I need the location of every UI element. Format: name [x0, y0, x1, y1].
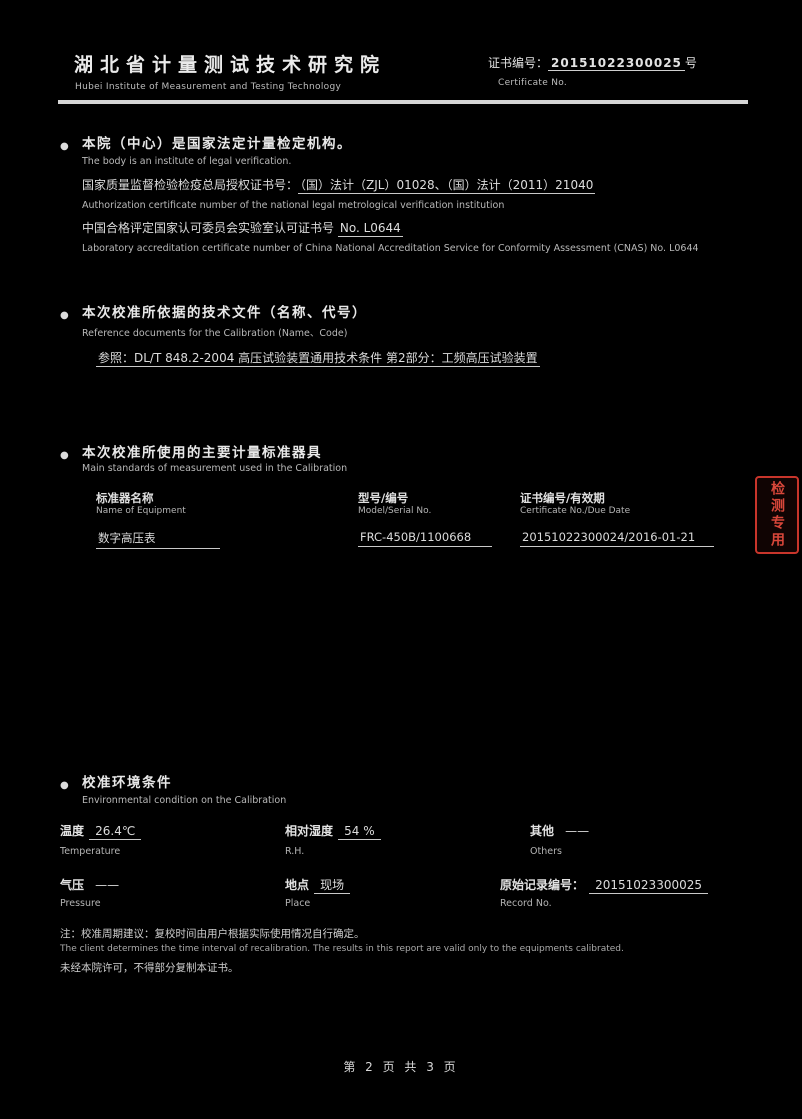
section3-heading-zh: 本次校准所使用的主要计量标准器具 — [82, 445, 322, 461]
others-value: —— — [565, 824, 590, 838]
table-header-col-model: 型号/编号 Model/Serial No. — [358, 490, 431, 516]
section1-heading-en: The body is an institute of legal verifi… — [82, 156, 292, 167]
accreditation-label: 中国合格评定国家认可委员会实验室认可证书号 — [82, 221, 335, 235]
section4-heading-en: Environmental condition on the Calibrati… — [82, 795, 287, 806]
bullet-icon — [60, 134, 69, 153]
section2-heading-zh: 本次校准所依据的技术文件（名称、代号） — [82, 305, 367, 321]
others-label-en: Others — [530, 846, 562, 857]
pressure-label-en: Pressure — [60, 898, 101, 909]
section4-heading-zh: 校准环境条件 — [82, 775, 172, 791]
others-label-zh: 其他 — [530, 824, 555, 838]
humidity-label-zh: 相对湿度 — [285, 824, 334, 838]
accreditation-number: No. L0644 — [337, 221, 403, 237]
section1-heading-zh: 本院（中心）是国家法定计量检定机构。 — [82, 136, 352, 152]
env-field-pressure: 气压 —— — [60, 874, 125, 893]
certificate-number-suffix: 号 — [684, 56, 697, 70]
institute-name-zh: 湖北省计量测试技术研究院 — [74, 54, 387, 76]
authorization-label: 国家质量监督检验检疫总局授权证书号： — [82, 178, 299, 192]
env-field-humidity: 相对湿度 54 % — [285, 820, 381, 840]
certificate-number-value: 20151022300025 — [548, 56, 685, 71]
col-cert-en: Certificate No./Due Date — [520, 506, 631, 516]
env-field-others: 其他 —— — [530, 820, 595, 839]
env-field-temperature: 温度 26.4℃ — [60, 820, 142, 840]
reference-document: 参照：DL/T 848.2-2004 高压试验装置通用技术条件 第2部分：工频高… — [96, 351, 540, 367]
certificate-number-label-en: Certificate No. — [498, 78, 568, 88]
authorization-line-en: Authorization certificate number of the … — [82, 200, 505, 211]
temperature-label-zh: 温度 — [60, 824, 85, 838]
bullet-icon — [60, 443, 69, 462]
place-label-zh: 地点 — [285, 878, 310, 892]
bullet-icon — [60, 303, 69, 322]
pressure-label-zh: 气压 — [60, 878, 85, 892]
red-seal-stamp: 检测专用 — [755, 476, 799, 554]
pressure-value: —— — [95, 878, 120, 892]
table-header-col-cert: 证书编号/有效期 Certificate No./Due Date — [520, 490, 630, 516]
record-no-label-zh: 原始记录编号： — [500, 878, 585, 892]
place-label-en: Place — [285, 898, 311, 909]
env-field-record-no: 原始记录编号： 20151023300025 — [500, 874, 708, 894]
col-model-zh: 型号/编号 — [358, 491, 409, 505]
place-value: 现场 — [314, 878, 351, 894]
temperature-label-en: Temperature — [60, 846, 121, 857]
section2-heading-en: Reference documents for the Calibration … — [82, 328, 348, 339]
table-header-col-name: 标准器名称 Name of Equipment — [96, 490, 186, 516]
accreditation-line: 中国合格评定国家认可委员会实验室认可证书号 No. L0644 — [82, 219, 403, 237]
record-no-value: 20151023300025 — [589, 878, 708, 894]
table-row-equipment-name: 数字高压表 — [96, 530, 220, 549]
note-line-en1: The client determines the time interval … — [60, 944, 624, 954]
page-number-footer: 第 2 页 共 3 页 — [343, 1060, 459, 1074]
table-row-certificate-duedate: 20151022300024/2016-01-21 — [520, 530, 714, 547]
authorization-line: 国家质量监督检验检疫总局授权证书号：（国）法计（ZJL）01028、（国）法计（… — [82, 176, 596, 194]
note-line-zh2: 未经本院许可，不得部分复制本证书。 — [60, 962, 239, 974]
table-row-model-serial: FRC-450B/1100668 — [358, 530, 492, 547]
humidity-label-en: R.H. — [285, 846, 305, 857]
temperature-value: 26.4℃ — [89, 824, 142, 840]
certificate-number-label-zh: 证书编号： — [488, 56, 549, 70]
section3-heading-en: Main standards of measurement used in th… — [82, 463, 348, 474]
header-divider — [58, 100, 748, 104]
col-cert-zh: 证书编号/有效期 — [520, 491, 605, 505]
authorization-number: （国）法计（ZJL）01028、（国）法计（2011）21040 — [298, 178, 596, 194]
col-model-en: Model/Serial No. — [358, 506, 432, 516]
note-line-zh1: 注：校准周期建议：复校时间由用户根据实际使用情况自行确定。 — [60, 928, 365, 940]
env-field-place: 地点 现场 — [285, 874, 351, 894]
record-no-label-en: Record No. — [500, 898, 552, 909]
col-name-zh: 标准器名称 — [96, 491, 154, 505]
col-name-en: Name of Equipment — [96, 506, 186, 516]
institute-name-en: Hubei Institute of Measurement and Testi… — [75, 82, 342, 92]
bullet-icon — [60, 773, 69, 792]
humidity-value: 54 % — [338, 824, 381, 840]
accreditation-line-en: Laboratory accreditation certificate num… — [82, 243, 699, 254]
